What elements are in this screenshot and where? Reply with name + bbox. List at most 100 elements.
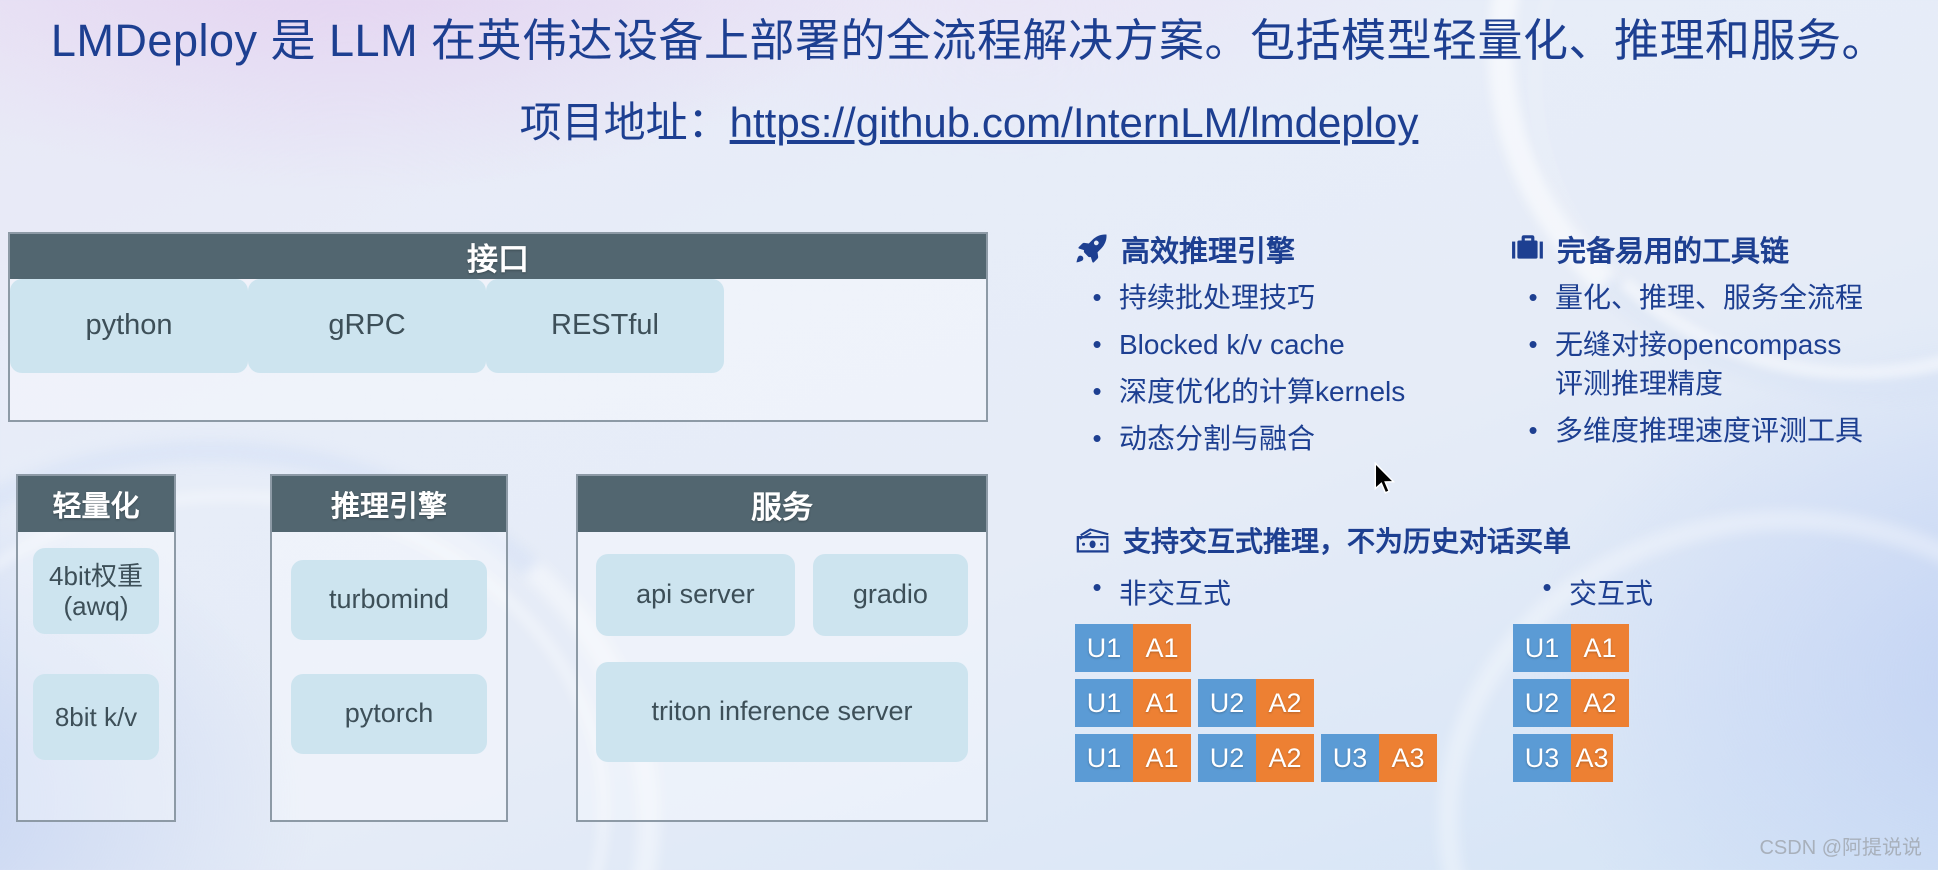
table-row: U1 A1 — [1513, 624, 1636, 672]
bullet-dot: • — [1528, 282, 1538, 312]
bullet-dot: • — [1092, 376, 1102, 406]
list-item: • 持续批处理技巧 — [1075, 278, 1475, 317]
assistant-block: A3 — [1379, 734, 1437, 782]
interface-chip-grpc[interactable]: gRPC — [248, 279, 486, 373]
feature-engine-heading-row: 高效推理引擎 — [1075, 228, 1475, 270]
non-interactive-label: 非交互式 — [1119, 578, 1232, 609]
diagram-bottom-row: 轻量化 4bit权重 (awq) 8bit k/v 推理引擎 turbomind… — [8, 474, 988, 822]
table-row: U1 A1 U2 A2 — [1075, 679, 1513, 727]
interactive-label-wrap: • 交互式 — [1513, 572, 1653, 612]
list-item: • 量化、推理、服务全流程 — [1511, 278, 1911, 317]
turn-pair: U1 A1 — [1513, 624, 1629, 672]
list-item: • Blocked k/v cache — [1075, 325, 1475, 364]
watermark: CSDN @阿提说说 — [1759, 837, 1922, 859]
assistant-block: A1 — [1133, 679, 1191, 727]
toolbox-icon — [1511, 232, 1545, 266]
turn-pair: U3 A3 — [1513, 734, 1613, 782]
feature-engine-bullets: • 持续批处理技巧 • Blocked k/v cache • 深度优化的计算kern… — [1075, 278, 1475, 458]
engine-chip-turbomind[interactable]: turbomind — [291, 560, 487, 640]
turn-pair: U1 A1 — [1075, 679, 1191, 727]
bullet-dot: • — [1092, 329, 1102, 359]
architecture-diagram: 接口 python gRPC RESTful 轻量化 4bit权重 (awq) … — [8, 232, 1008, 842]
non-interactive-grid: U1 A1 U1 A1 U2 A2 U1 — [1075, 624, 1513, 789]
bullet-text: 动态分割与融合 — [1119, 423, 1316, 454]
assistant-block: A1 — [1133, 734, 1191, 782]
list-item: • 无缝对接opencompass 评测推理精度 — [1511, 325, 1911, 403]
user-block: U1 — [1075, 679, 1133, 727]
lightweight-chip-8bit[interactable]: 8bit k/v — [33, 674, 159, 760]
feature-toolchain-heading: 完备易用的工具链 — [1557, 236, 1790, 268]
user-block: U3 — [1513, 734, 1571, 782]
service-chip-api-server[interactable]: api server — [596, 554, 795, 636]
feature-columns: 高效推理引擎 • 持续批处理技巧 • Blocked k/v cache • 深度优化… — [1075, 228, 1935, 458]
bullet-text: Blocked k/v cache — [1119, 329, 1345, 360]
feature-toolchain-heading-row: 完备易用的工具链 — [1511, 228, 1911, 270]
service-chip-triton[interactable]: triton inference server — [596, 662, 968, 762]
service-panel: 服务 api server gradio triton inference se… — [576, 474, 988, 822]
interactive-heading-row: 支持交互式推理，不为历史对话买单 — [1075, 520, 1935, 560]
interface-chip-restful[interactable]: RESTful — [486, 279, 724, 373]
interface-panel-body: python gRPC RESTful — [10, 279, 986, 401]
features-column: 高效推理引擎 • 持续批处理技巧 • Blocked k/v cache • 深度优化… — [1075, 228, 1935, 868]
non-interactive-label-wrap: • 非交互式 — [1075, 572, 1513, 612]
turn-pair: U1 A1 — [1075, 734, 1191, 782]
bullet-text: 无缝对接opencompass 评测推理精度 — [1555, 329, 1842, 399]
service-panel-body: api server gradio triton inference serve… — [578, 532, 986, 824]
assistant-block: A2 — [1256, 679, 1314, 727]
feature-engine-heading: 高效推理引擎 — [1121, 236, 1296, 268]
repo-link[interactable]: https://github.com/InternLM/lmdeploy — [729, 99, 1419, 146]
assistant-block: A2 — [1571, 679, 1629, 727]
bullet-dot: • — [1092, 282, 1102, 312]
bullet-text: 多维度推理速度评测工具 — [1555, 415, 1864, 446]
user-block: U1 — [1075, 624, 1133, 672]
interface-chip-python[interactable]: python — [10, 279, 248, 373]
service-panel-title: 服务 — [578, 476, 986, 532]
user-block: U3 — [1321, 734, 1379, 782]
repo-label: 项目地址： — [519, 99, 730, 146]
bullet-dot: • — [1528, 329, 1538, 359]
list-item: • 深度优化的计算kernels — [1075, 372, 1475, 411]
table-row: U2 A2 — [1513, 679, 1636, 727]
user-block: U2 — [1513, 679, 1571, 727]
assistant-block: A1 — [1133, 624, 1191, 672]
lightweight-chip-4bit[interactable]: 4bit权重 (awq) — [33, 548, 159, 634]
bullet-text: 量化、推理、服务全流程 — [1555, 282, 1864, 313]
service-top-row: api server gradio — [596, 554, 968, 636]
user-block: U1 — [1513, 624, 1571, 672]
service-chip-gradio[interactable]: gradio — [812, 554, 968, 636]
assistant-block: A2 — [1256, 734, 1314, 782]
interactive-heading: 支持交互式推理，不为历史对话买单 — [1123, 526, 1572, 557]
user-block: U2 — [1198, 679, 1256, 727]
interactive-inference-section: 支持交互式推理，不为历史对话买单 • 非交互式 • 交互式 U1 A1 — [1075, 520, 1935, 789]
user-block: U1 — [1075, 734, 1133, 782]
conversation-diagrams: U1 A1 U1 A1 U2 A2 U1 — [1075, 612, 1935, 789]
banknote-icon — [1075, 526, 1113, 554]
feature-toolchain-bullets: • 量化、推理、服务全流程 • 无缝对接opencompass 评测推理精度 • 多维… — [1511, 278, 1911, 450]
engine-panel: 推理引擎 turbomind pytorch — [270, 474, 508, 822]
assistant-block: A3 — [1571, 734, 1613, 782]
interactive-grid: U1 A1 U2 A2 U3 A3 — [1513, 624, 1636, 789]
interface-panel-title: 接口 — [10, 234, 986, 279]
bullet-text: 深度优化的计算kernels — [1119, 376, 1406, 407]
bullet-dot: • — [1092, 572, 1102, 602]
engine-chip-pytorch[interactable]: pytorch — [291, 674, 487, 754]
lightweight-panel: 轻量化 4bit权重 (awq) 8bit k/v — [16, 474, 176, 822]
interface-panel: 接口 python gRPC RESTful — [8, 232, 988, 422]
lightweight-panel-title: 轻量化 — [18, 476, 174, 532]
interactive-label: 交互式 — [1569, 578, 1654, 609]
assistant-block: A1 — [1571, 624, 1629, 672]
page-title: LMDeploy 是 LLM 在英伟达设备上部署的全流程解决方案。包括模型轻量化… — [50, 15, 1888, 66]
turn-pair: U2 A2 — [1513, 679, 1629, 727]
bullet-text: 持续批处理技巧 — [1119, 282, 1316, 313]
repo-line: 项目地址：https://github.com/InternLM/lmdeplo… — [0, 88, 1938, 158]
user-block: U2 — [1198, 734, 1256, 782]
list-item: •动态分割与融合 — [1075, 419, 1475, 458]
feature-toolchain: 完备易用的工具链 • 量化、推理、服务全流程 • 无缝对接opencompass 评… — [1511, 228, 1911, 458]
lightweight-panel-body: 4bit权重 (awq) 8bit k/v — [18, 532, 174, 824]
turn-pair: U3 A3 — [1321, 734, 1437, 782]
slide-header: LMDeploy 是 LLM 在英伟达设备上部署的全流程解决方案。包括模型轻量化… — [0, 6, 1938, 158]
turn-pair: U2 A2 — [1198, 734, 1314, 782]
engine-panel-body: turbomind pytorch — [272, 532, 506, 824]
table-row: U1 A1 — [1075, 624, 1513, 672]
mouse-cursor — [1372, 461, 1398, 496]
